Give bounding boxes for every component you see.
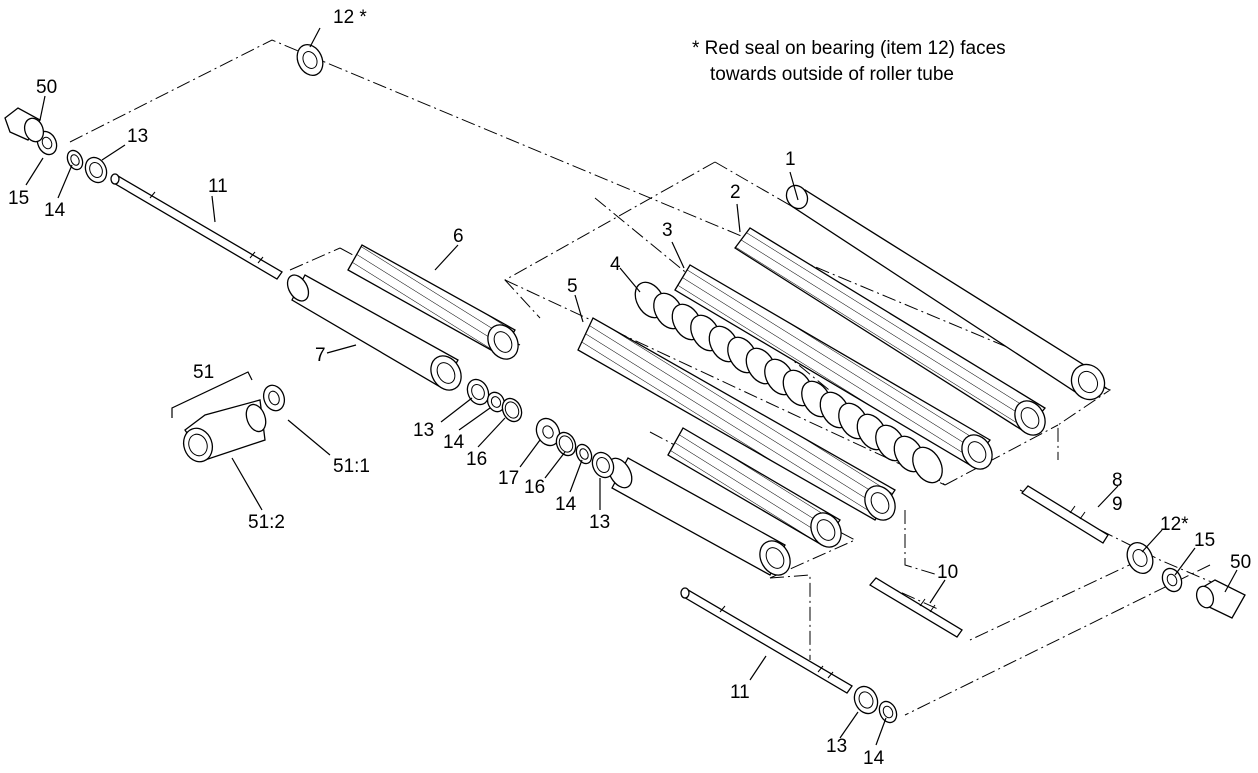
washer-14-bottom (878, 700, 898, 724)
bearing-12-right (1126, 541, 1154, 575)
callout-2: 2 (730, 182, 741, 203)
bearing-12-top (296, 43, 324, 77)
bearing-13-mid-right (591, 451, 615, 479)
callout-14-top: 14 (44, 200, 66, 221)
callout-50-right: 50 (1230, 552, 1251, 573)
roller-5-ribbed (577, 317, 896, 521)
seal-16-right (555, 431, 577, 457)
callout-14-mid-right: 14 (555, 494, 577, 515)
callout-12-right: 12* (1160, 514, 1189, 535)
shaft-8-9 (1021, 485, 1109, 544)
callout-51: 51 (193, 362, 214, 383)
washer-14-mid-left (486, 391, 506, 413)
roller-ribbed-front (667, 427, 842, 548)
callout-51-1: 51:1 (333, 456, 370, 477)
part-51-1-washer (262, 384, 286, 412)
shaft-11-top (110, 173, 283, 280)
note-line-1: * Red seal on bearing (item 12) faces (692, 38, 1006, 59)
bearing-13-top (84, 156, 108, 184)
part-51-sleeve (182, 399, 267, 463)
callout-13-mid-right: 13 (589, 512, 610, 533)
callout-9: 9 (1112, 494, 1123, 515)
seal-16-left (501, 397, 523, 423)
callout-8: 8 (1112, 470, 1123, 491)
callout-1: 1 (785, 149, 796, 170)
bearing-13-mid-left (466, 378, 490, 406)
note-line-2: towards outside of roller tube (710, 64, 954, 85)
roller-4-disc (634, 281, 943, 484)
callout-16-left: 16 (466, 449, 487, 470)
callout-14-mid-left: 14 (443, 432, 465, 453)
callout-3: 3 (662, 220, 673, 241)
callout-11-bottom: 11 (730, 682, 750, 703)
part-17 (535, 417, 561, 447)
shaft-11-bottom (680, 587, 853, 694)
callout-13-top: 13 (127, 126, 148, 147)
hub-50-left (4, 107, 45, 143)
roller-6-ribbed (347, 244, 519, 360)
callout-6: 6 (453, 226, 464, 247)
small-parts (36, 43, 1183, 724)
roller-3-ribbed (674, 264, 993, 470)
callout-17: 17 (498, 468, 519, 489)
callout-13-mid-left: 13 (413, 420, 434, 441)
callout-labels: 1 2 3 4 5 6 7 8 9 10 11 11 12 * 12* 13 1… (8, 7, 1251, 769)
callout-51-2: 51:2 (248, 512, 285, 533)
hub-ring-15-right (1161, 567, 1183, 593)
roller-smooth-front (607, 457, 791, 576)
leader-lines (25, 27, 1238, 746)
callout-7: 7 (315, 345, 326, 366)
callout-10: 10 (937, 562, 958, 583)
hub-50-right (1195, 579, 1246, 619)
callout-5: 5 (567, 276, 578, 297)
callout-15-left: 15 (8, 188, 29, 209)
callout-50-left: 50 (36, 77, 57, 98)
callout-16-right: 16 (524, 477, 545, 498)
callout-12-top: 12 * (333, 7, 367, 28)
bearing-13-bottom (853, 685, 879, 715)
washer-14-mid-right (575, 443, 593, 465)
shaft-10 (869, 577, 963, 638)
roller-2-ribbed (734, 227, 1046, 436)
washer-14-top (66, 149, 84, 171)
callout-13-bottom: 13 (826, 736, 847, 757)
roller-7-smooth (286, 274, 462, 391)
part-51-bracket (171, 371, 253, 418)
callout-14-bottom: 14 (863, 748, 885, 769)
callout-15-right: 15 (1194, 530, 1215, 551)
roller-4-disc-segment (912, 446, 943, 484)
callout-11-top: 11 (208, 176, 228, 197)
callout-4: 4 (610, 254, 621, 275)
